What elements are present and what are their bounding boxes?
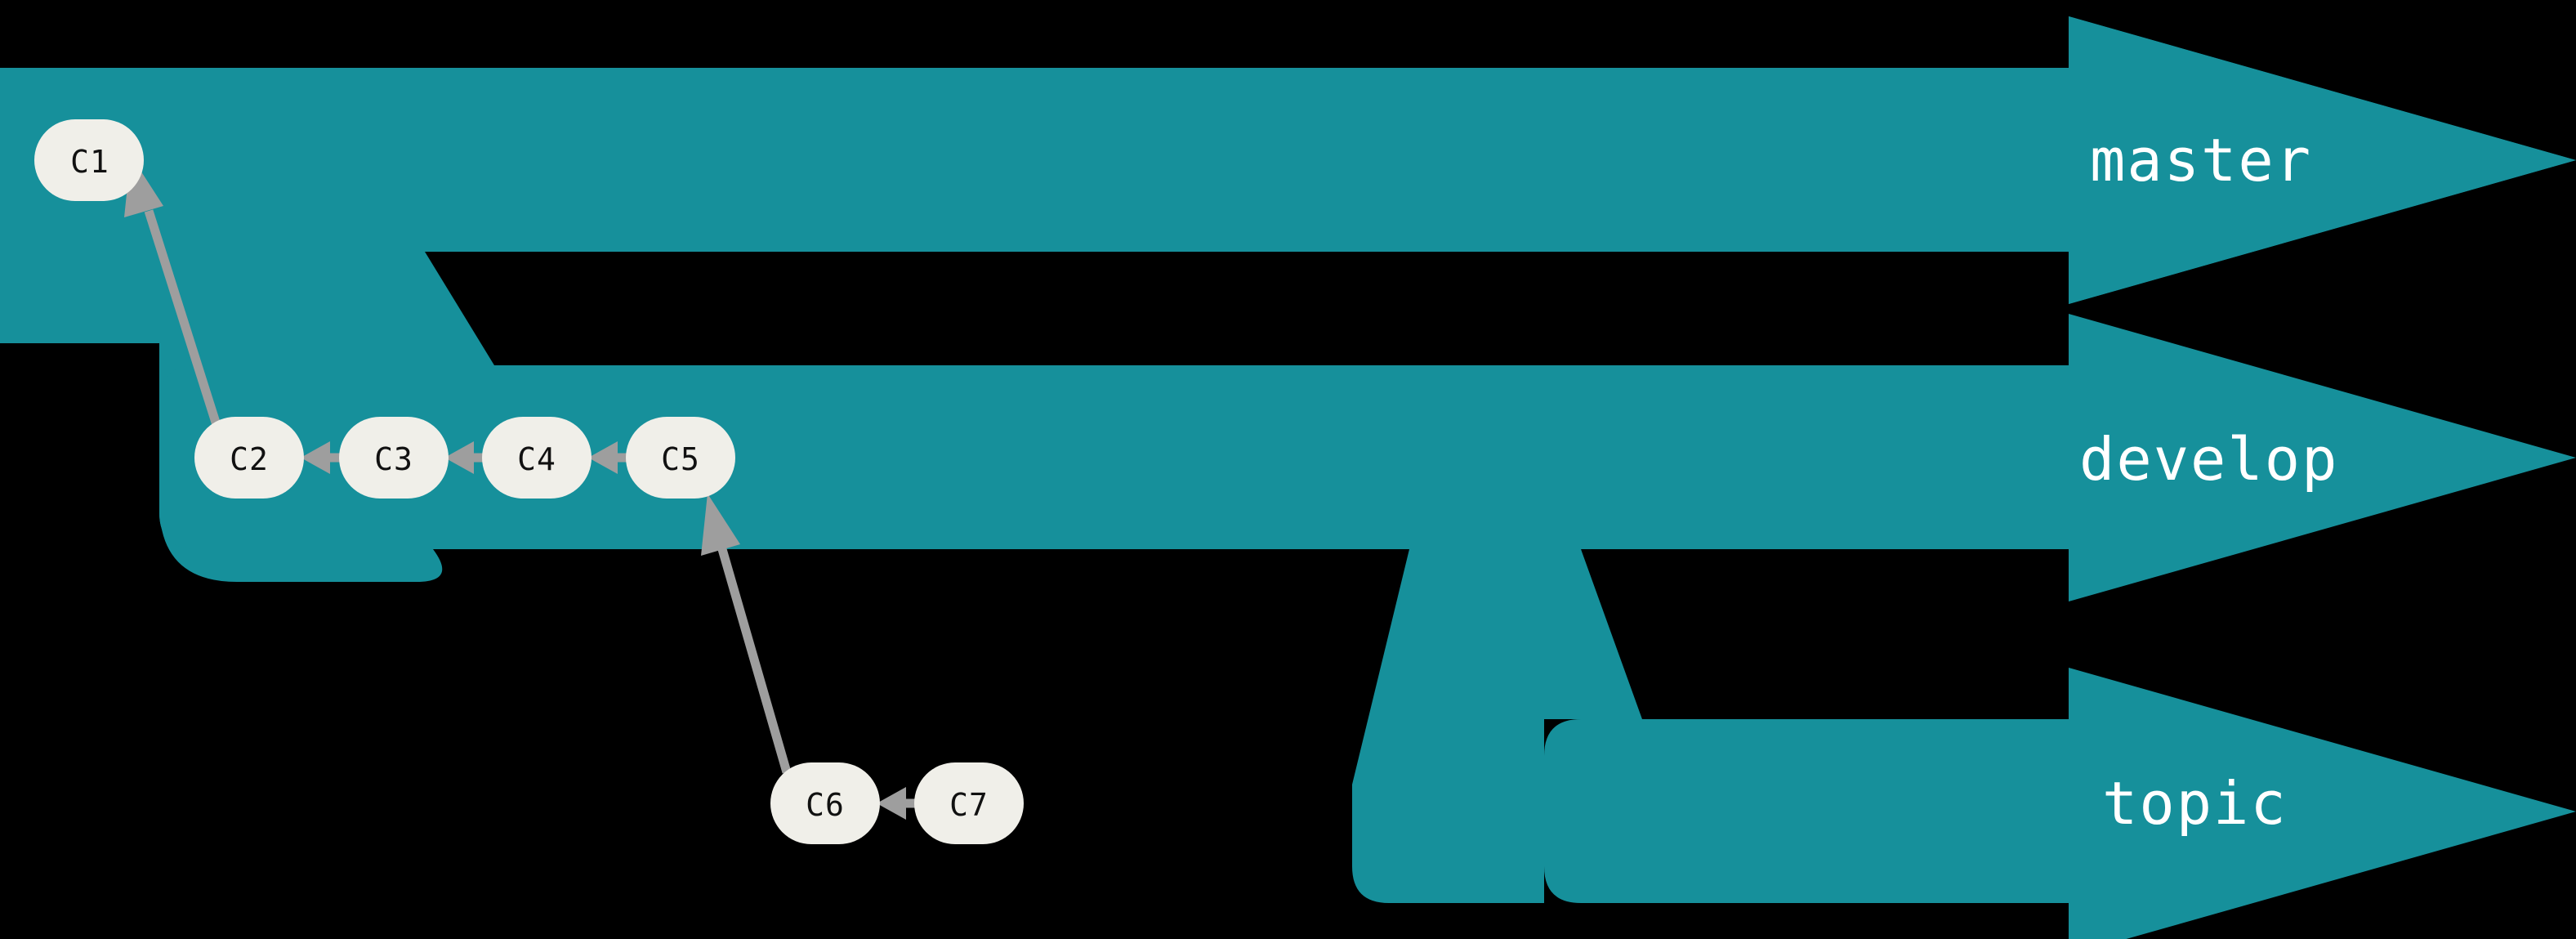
commit-node-c7[interactable]: C7 <box>914 762 1024 844</box>
master-arrow-head <box>2069 16 2576 304</box>
commit-node-c6-label: C6 <box>806 787 845 823</box>
commit-node-c2-label: C2 <box>230 441 269 477</box>
commit-node-c1-label: C1 <box>70 144 109 180</box>
branch-label-topic[interactable]: topic <box>2102 769 2288 838</box>
commit-node-c3[interactable]: C3 <box>339 417 449 499</box>
master-band[interactable] <box>0 68 2069 252</box>
commit-node-c5-label: C5 <box>661 441 700 477</box>
commit-node-c1-shape <box>34 119 144 201</box>
develop-arrow-head <box>2069 314 2576 601</box>
commit-node-c7-label: C7 <box>949 787 989 823</box>
commit-node-c5-shape <box>626 417 735 499</box>
commit-node-c4[interactable]: C4 <box>482 417 592 499</box>
commit-nodes: C1 C2 C3 C4 C5 C6 <box>34 119 1024 844</box>
develop-upper-notch <box>196 252 494 365</box>
commit-node-c3-shape <box>339 417 449 499</box>
branch-label-develop[interactable]: develop <box>2079 425 2338 494</box>
topic-band[interactable] <box>1544 719 2069 903</box>
commit-node-c1[interactable]: C1 <box>34 119 144 201</box>
branch-label-master[interactable]: master <box>2090 126 2312 195</box>
commit-node-c4-label: C4 <box>517 441 556 477</box>
commit-node-c6-shape <box>770 762 880 844</box>
commit-node-c4-shape <box>482 417 592 499</box>
commit-node-c2[interactable]: C2 <box>194 417 304 499</box>
commit-node-c2-shape <box>194 417 304 499</box>
commit-node-c7-shape <box>914 762 1024 844</box>
branch-name-labels: master develop topic <box>2079 126 2338 838</box>
commit-node-c6[interactable]: C6 <box>770 762 880 844</box>
topic-arrow-head <box>2069 668 2576 939</box>
develop-band[interactable] <box>159 365 2069 549</box>
commit-parent-arrows <box>124 155 919 820</box>
commit-node-c3-label: C3 <box>374 441 413 477</box>
topic-upper-notch <box>1544 549 1642 719</box>
commit-node-c5[interactable]: C5 <box>626 417 735 499</box>
arrow-c6-to-c5 <box>701 494 792 774</box>
